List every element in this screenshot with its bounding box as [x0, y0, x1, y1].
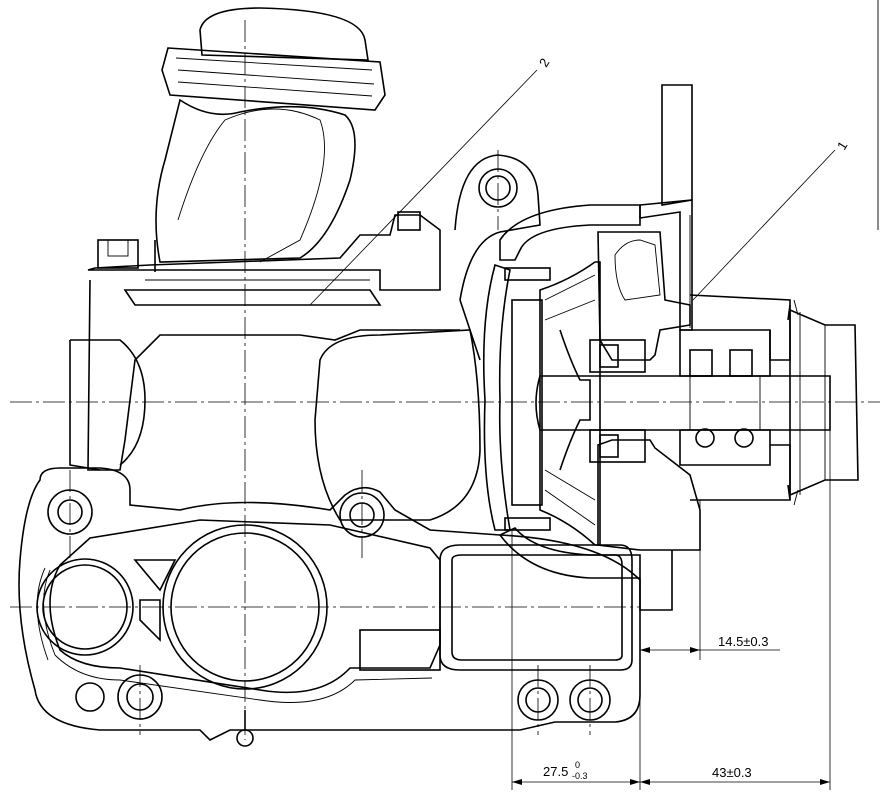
central-body — [314, 299, 481, 521]
callout-2-label: 2 — [536, 56, 553, 70]
upper-housing — [69, 211, 460, 471]
bearing-housing — [597, 231, 701, 611]
inlet-neck — [154, 7, 386, 272]
pulley-hub — [689, 294, 859, 506]
dimension-27-5: 27.5 0 -0.3 — [511, 530, 641, 790]
bearing — [679, 329, 771, 466]
callout-1-label: 1 — [834, 139, 851, 153]
dimension-14-5-label: 14.5±0.3 — [718, 634, 769, 649]
mount-boss — [454, 154, 541, 301]
seal-assembly — [589, 339, 646, 463]
mounting-flange — [639, 84, 693, 331]
dimension-14-5: 14.5±0.3 — [640, 500, 780, 660]
dimension-27-5-upper-tol: 0 — [575, 760, 580, 770]
dimension-27-5-label: 27.5 — [543, 764, 568, 779]
dimension-27-5-lower-tol: -0.3 — [572, 771, 588, 781]
dimension-43-label: 43±0.3 — [712, 765, 752, 780]
shaft — [535, 375, 831, 431]
impeller — [511, 261, 601, 546]
lower-flange — [18, 467, 641, 747]
dimension-43: 43±0.3 — [640, 430, 831, 790]
callout-1: 1 — [692, 139, 851, 301]
pump-cover-section — [482, 204, 641, 579]
